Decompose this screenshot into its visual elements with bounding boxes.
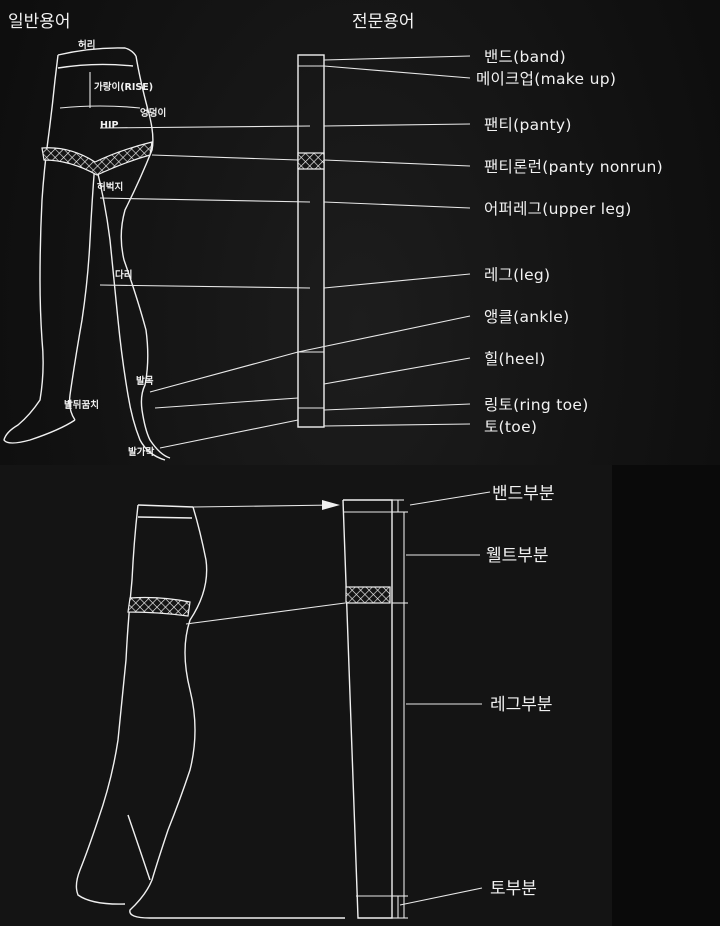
- bottom-figure: [75, 504, 346, 919]
- label-thigh: 허벅지: [97, 181, 123, 193]
- lower-right-dark-area: [612, 465, 720, 926]
- ref-line-heel: [154, 397, 299, 409]
- top-leg-left-outline: [3, 54, 76, 444]
- label-panty: 팬티(panty): [484, 116, 572, 134]
- label-buttocks: 엉덩이: [140, 107, 166, 119]
- top-leader-lines: [297, 55, 471, 427]
- ref-line-upper-leg: [99, 197, 311, 203]
- bottom-band-bottom: [137, 516, 193, 519]
- label-band-part: 밴드부분: [492, 484, 555, 504]
- bottom-leg-front-outline: [129, 506, 345, 919]
- label-toe-part: 토부분: [490, 879, 537, 899]
- label-heel: 힐(heel): [484, 350, 546, 368]
- label-toe-tip: 발가락: [128, 446, 154, 458]
- ref-line-nonrun: [151, 154, 299, 161]
- label-make-up: 메이크업(make up): [476, 70, 616, 88]
- ref-line-ankle: [149, 351, 299, 393]
- label-ankle: 발목: [136, 375, 154, 387]
- bottom-second-leg-edge: [127, 814, 151, 881]
- label-leg-part: 레그부분: [490, 695, 553, 715]
- ref-line-leg: [99, 284, 311, 289]
- bottom-band-top: [137, 504, 194, 508]
- bottom-stocking-body: [342, 499, 393, 919]
- dimension-bars: [392, 491, 491, 919]
- bottom-stocking: [342, 499, 393, 919]
- label-upper-leg: 어퍼레그(upper leg): [484, 200, 632, 218]
- hip-line: [59, 105, 141, 109]
- top-stocking-nonrun-mesh: [297, 152, 325, 170]
- label-ring-toe: 링토(ring toe): [484, 396, 589, 414]
- lower-panel-background: [0, 465, 612, 926]
- header-technical-terms: 전문용어: [352, 12, 415, 32]
- label-welt-part: 웰트부분: [486, 546, 549, 566]
- ref-line-panty: [99, 125, 311, 129]
- ref-line-toe: [159, 419, 299, 449]
- header-general-terms: 일반용어: [8, 12, 71, 32]
- label-ankle-term: 앵클(ankle): [484, 308, 569, 326]
- bottom-leg-back-outline: [75, 504, 139, 905]
- label-waist: 허리: [78, 39, 95, 51]
- top-inner-leg-right: [94, 161, 166, 461]
- bottom-panty-nonrun-mesh: [127, 596, 191, 617]
- bottom-stocking-nonrun-mesh: [345, 586, 391, 604]
- top-waistband-bottom: [57, 63, 134, 69]
- label-leg: 다리: [115, 269, 132, 281]
- top-panty-nonrun-mesh: [41, 141, 153, 176]
- top-stocking: [297, 54, 325, 428]
- label-band: 밴드(band): [484, 48, 566, 66]
- top-inner-leg-left: [68, 161, 96, 421]
- bottom-ref-welt: [185, 602, 346, 625]
- top-figure: 허리 가랑이(RISE) 엉덩이 HIP 허벅지 다리 발목 발뒤꿈치 발가락: [3, 39, 311, 461]
- label-panty-nonrun: 팬티론런(panty nonrun): [484, 158, 663, 176]
- bottom-arrow-head: [322, 500, 340, 510]
- label-toe: 토(toe): [484, 418, 537, 436]
- label-rise: 가랑이(RISE): [94, 81, 153, 93]
- label-hip: HIP: [100, 120, 118, 131]
- top-stocking-body: [297, 54, 325, 428]
- bottom-ref-band: [192, 504, 336, 508]
- label-heel-bone: 발뒤꿈치: [64, 399, 99, 411]
- top-waistband-top: [57, 47, 137, 57]
- top-leg-right-outline: [120, 55, 171, 459]
- label-leg: 레그(leg): [484, 266, 550, 284]
